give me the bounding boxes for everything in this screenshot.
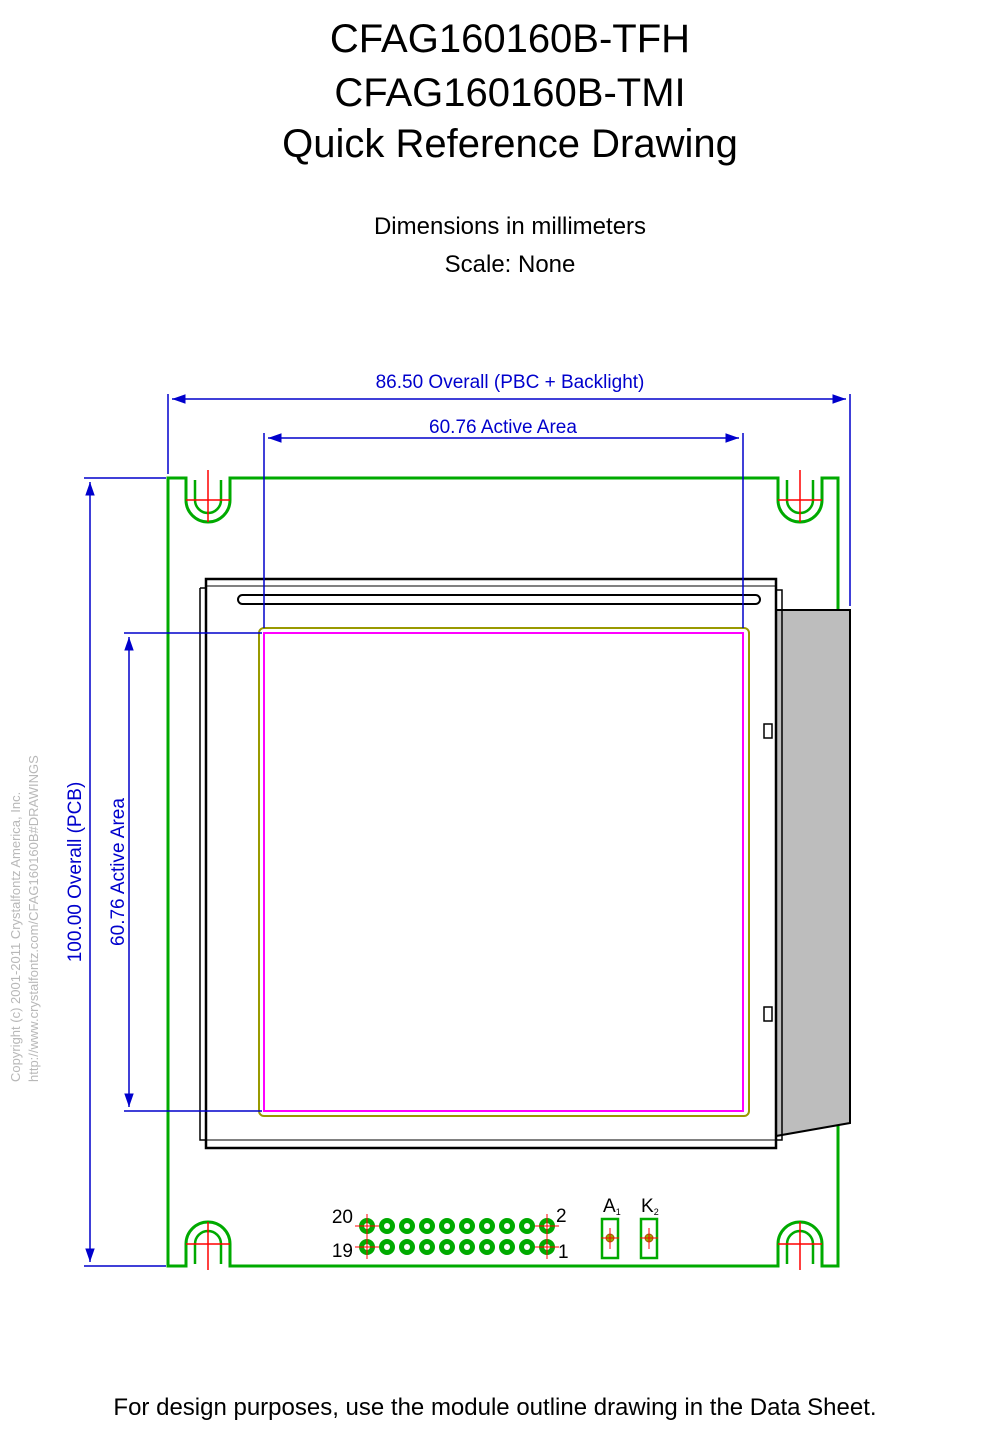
backlight-housing [775, 609, 851, 1138]
connector-pin-hole [384, 1223, 390, 1229]
overall-width-label: 86.50 Overall (PBC + Backlight) [376, 372, 645, 393]
units-note: Dimensions in millimeters [373, 213, 647, 240]
mounting-hole-marks [186, 470, 822, 1270]
anode-label: A1 [603, 1196, 621, 1217]
connector-pins [355, 1214, 559, 1259]
title-line-1: CFAG160160B-TFH [329, 17, 691, 61]
connector-pin-hole [404, 1244, 410, 1250]
pin-1-label: 1 [558, 1242, 569, 1263]
viewing-area [258, 627, 750, 1117]
connector-pin-hole [524, 1244, 530, 1250]
connector-pin-hole [464, 1223, 470, 1229]
connector-pin-hole [404, 1223, 410, 1229]
cathode-label: K2 [641, 1196, 659, 1217]
active-width-label: 60.76 Active Area [429, 417, 577, 438]
connector-pin-hole [484, 1223, 490, 1229]
connector-pin-hole [444, 1244, 450, 1250]
title-line-2: CFAG160160B-TMI [334, 71, 686, 115]
connector-pin-hole [424, 1223, 430, 1229]
scale-note: Scale: None [444, 251, 576, 278]
connector-pin-hole [384, 1244, 390, 1250]
active-area [263, 632, 744, 1112]
connector-pin-hole [504, 1244, 510, 1250]
led-cathode-pad [639, 1217, 659, 1260]
led-anode-pad [600, 1217, 620, 1260]
pin-2-label: 2 [556, 1206, 567, 1227]
connector-pin-hole [504, 1223, 510, 1229]
overall-height-label: 100.00 Overall (PCB) [65, 782, 86, 963]
dimension-lines [84, 394, 851, 1267]
connector-pin-hole [524, 1223, 530, 1229]
pin-20-label: 20 [332, 1207, 353, 1228]
connector-pin-hole [424, 1244, 430, 1250]
active-height-label: 60.76 Active Area [108, 798, 129, 946]
connector-pin-hole [464, 1244, 470, 1250]
connector-pin-hole [484, 1244, 490, 1250]
title-line-3: Quick Reference Drawing [282, 122, 738, 166]
lcd-frame [199, 577, 783, 1150]
connector-pin-hole [444, 1223, 450, 1229]
footer-note: For design purposes, use the module outl… [113, 1394, 877, 1421]
pin-19-label: 19 [332, 1241, 353, 1262]
